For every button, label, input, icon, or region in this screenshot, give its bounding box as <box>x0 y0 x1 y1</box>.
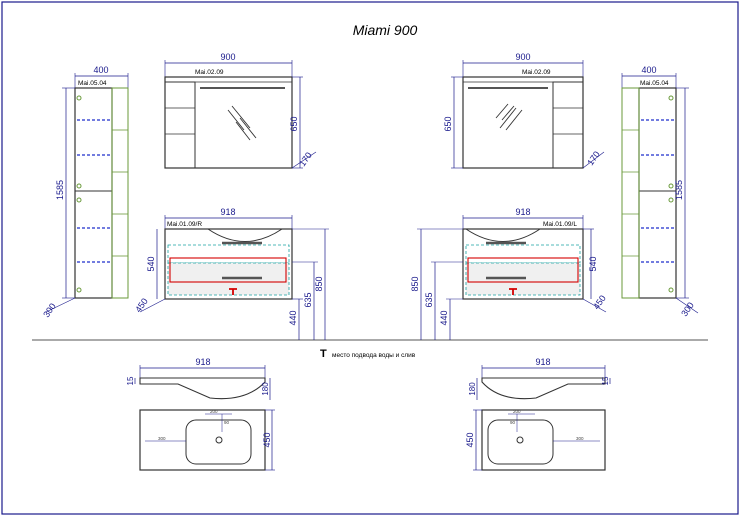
right-column-width: 400 <box>641 65 656 75</box>
right-basin-top-a: 200 <box>513 409 521 414</box>
water-supply-legend: T место подвода воды и слив <box>320 348 416 360</box>
right-vanity-h1: 440 <box>439 310 449 325</box>
left-basin-top-b: 90 <box>224 420 230 425</box>
drawing-title: Miami 900 <box>353 22 418 38</box>
left-mirror-width: 900 <box>220 52 235 62</box>
left-column-depth: 300 <box>41 301 58 319</box>
left-column-code: Mai.05.04 <box>78 80 107 87</box>
left-vanity-h1: 440 <box>288 310 298 325</box>
right-basin-top-view: 200 90 300 450 <box>465 409 606 471</box>
left-mirror-height: 650 <box>289 116 299 131</box>
left-basin-side-view: 918 15 180 <box>126 357 271 400</box>
right-basin-side-view: 918 15 180 <box>468 357 611 400</box>
right-column-code: Mai.05.04 <box>640 80 669 87</box>
right-vanity-height: 540 <box>588 256 598 271</box>
right-basin-width: 918 <box>535 357 550 367</box>
right-basin-d1: 15 <box>601 376 610 385</box>
left-column-cabinet: 400 Mai.05.04 1585 300 <box>41 65 129 319</box>
left-vanity-h3: 850 <box>314 276 324 291</box>
right-mirror-width: 900 <box>515 52 530 62</box>
right-mirror-height: 650 <box>443 116 453 131</box>
left-basin-d2: 180 <box>261 382 270 396</box>
left-vanity-h2: 635 <box>303 292 313 307</box>
left-vanity-width: 918 <box>220 207 235 217</box>
right-vanity-h3: 850 <box>410 276 420 291</box>
left-column-width: 400 <box>93 65 108 75</box>
right-column-depth: 300 <box>679 300 696 318</box>
right-vanity-width: 918 <box>515 207 530 217</box>
right-basin-d2: 180 <box>468 382 477 396</box>
left-basin-top-view: 200 90 300 450 <box>139 409 275 471</box>
left-basin-d1: 15 <box>126 376 135 385</box>
left-vanity-code: Mai.01.09/R <box>167 221 202 228</box>
left-mirror-cabinet: 900 Mai.02.09 650 170 <box>164 52 317 169</box>
legend-marker-icon: T <box>320 348 327 360</box>
left-basin-top-a: 200 <box>210 409 218 414</box>
right-basin-top-c: 300 <box>576 436 584 441</box>
legend-text: место подвода воды и слив <box>332 352 416 359</box>
left-vanity-height: 540 <box>146 256 156 271</box>
left-basin-width: 918 <box>195 357 210 367</box>
right-vanity-code: Mai.01.09/L <box>543 221 577 228</box>
right-vanity-depth: 450 <box>591 293 608 311</box>
right-mirror-code: Mai.02.09 <box>522 69 551 76</box>
left-vanity-depth: 450 <box>133 296 150 314</box>
right-basin-top-b: 90 <box>510 420 516 425</box>
right-vanity-h2: 635 <box>424 292 434 307</box>
right-basin-top-depth: 450 <box>465 432 475 447</box>
left-mirror-code: Mai.02.09 <box>195 69 224 76</box>
left-vanity-unit: 918 Mai.01.09/R 540 450 440 635 850 <box>133 207 329 340</box>
left-basin-top-c: 300 <box>158 436 166 441</box>
right-mirror-cabinet: 900 Mai.02.09 650 170 <box>443 52 605 169</box>
right-column-height: 1585 <box>674 180 684 200</box>
right-column-cabinet: 400 Mai.05.04 1585 300 <box>621 65 699 318</box>
left-column-height: 1585 <box>55 180 65 200</box>
left-basin-top-depth: 450 <box>262 432 272 447</box>
right-vanity-unit: 918 Mai.01.09/L 540 450 440 635 850 <box>410 207 608 340</box>
